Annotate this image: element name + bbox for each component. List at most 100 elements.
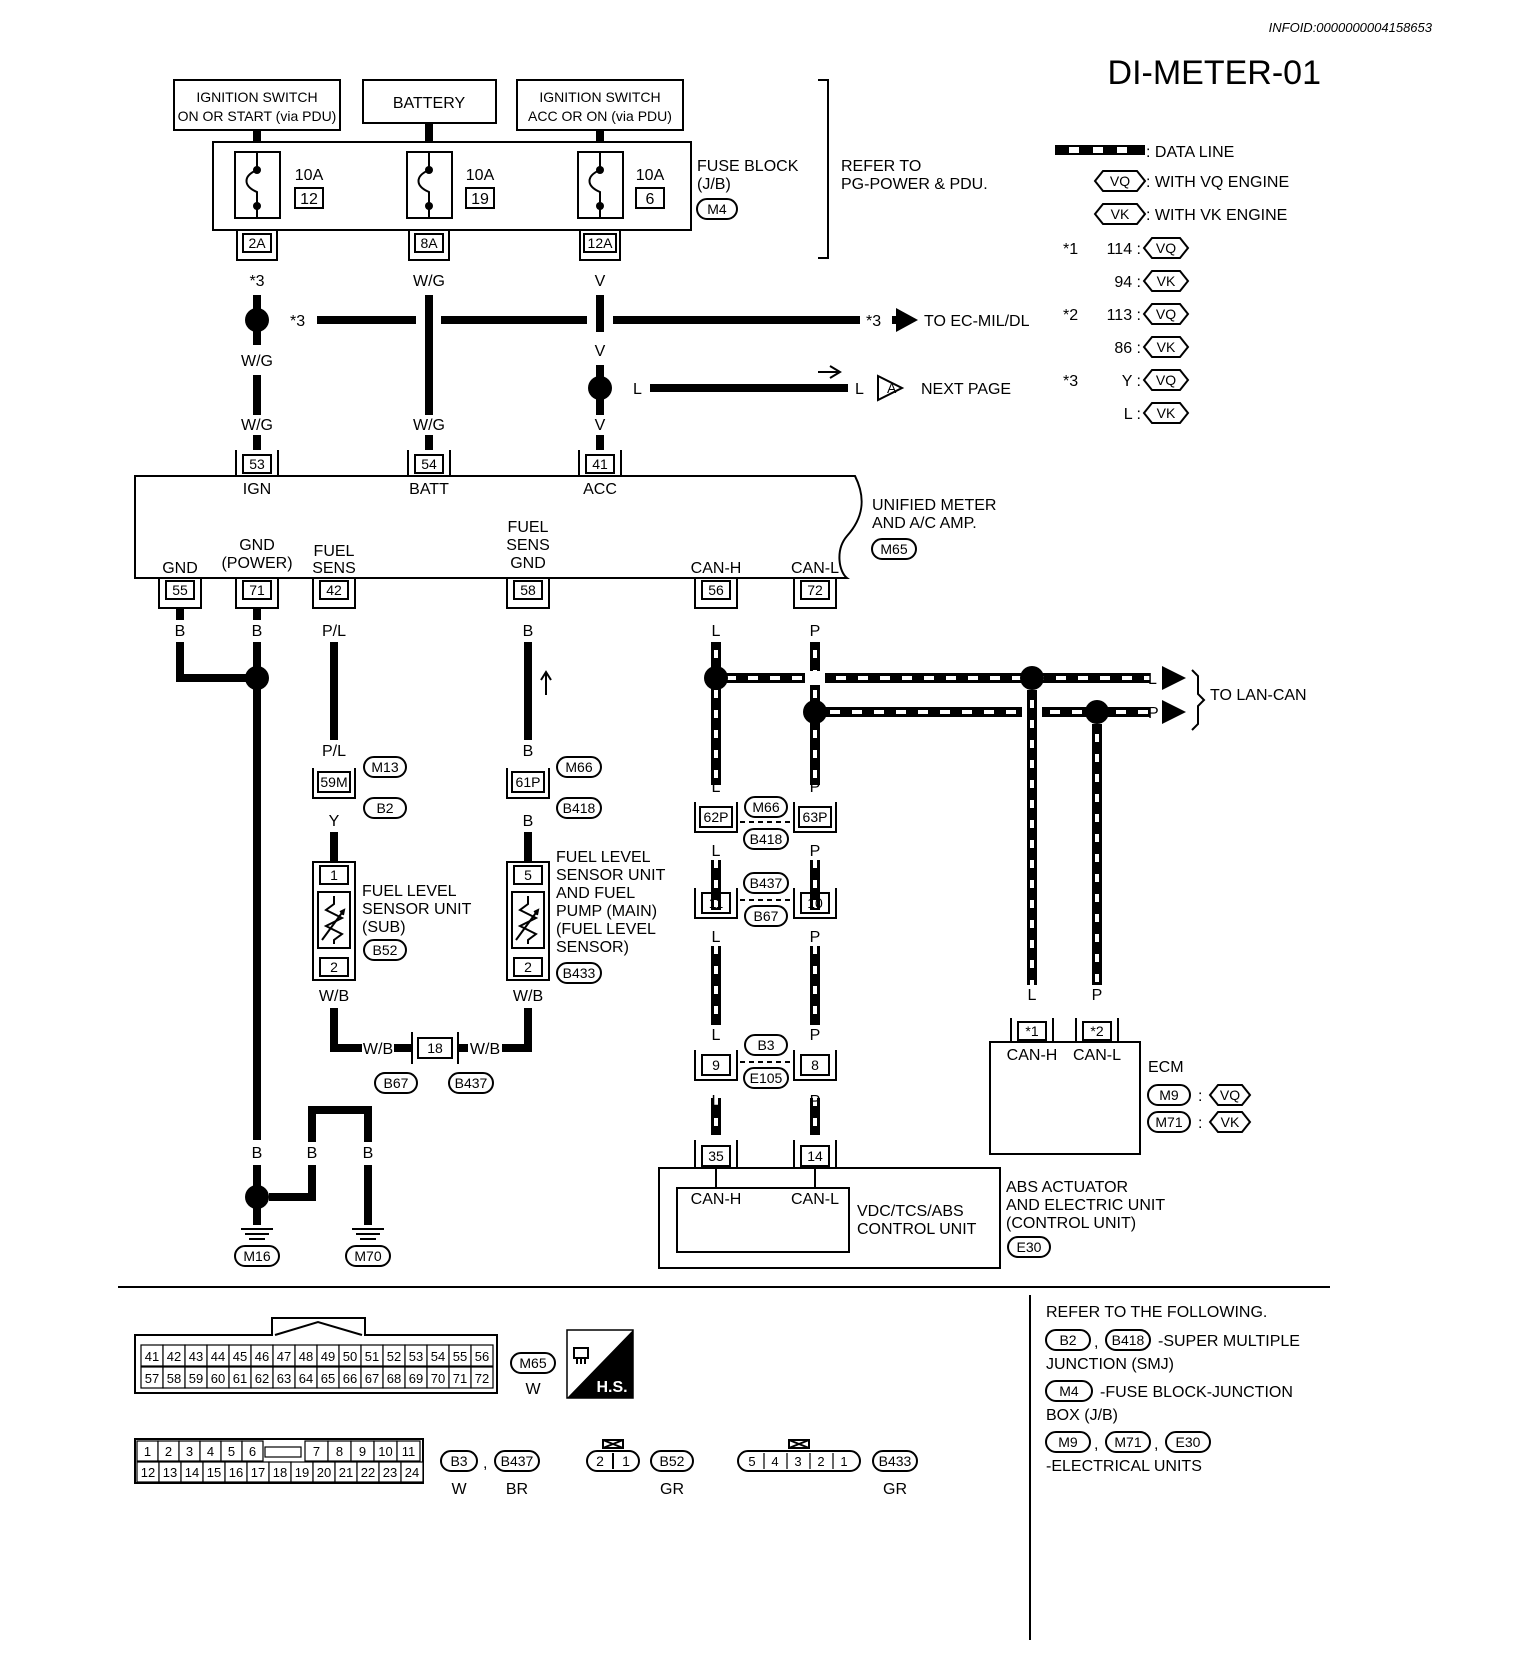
- ground-wires: B B B B B M16 M70: [175, 608, 391, 1267]
- refer-pg-line2: PG-POWER & PDU.: [841, 176, 988, 193]
- wire-wb-main: W/B: [513, 988, 543, 1005]
- m65-pin-53: 53: [409, 1349, 423, 1364]
- junction-10: 10: [807, 895, 823, 911]
- pin-54: 54: [421, 456, 437, 472]
- b3-pin-23: 23: [383, 1465, 397, 1480]
- wire-l-ecm: L: [1028, 987, 1037, 1004]
- b3-comma: ,: [483, 1455, 487, 1472]
- note-4: 86 : VK: [1114, 336, 1190, 358]
- refer-line3b: -ELECTRICAL UNITS: [1046, 1458, 1202, 1475]
- b3-view-tag: B3: [450, 1453, 467, 1469]
- m65-pin-52: 52: [387, 1349, 401, 1364]
- wire-wb-1: W/B: [319, 988, 349, 1005]
- note-3-tag: VQ: [1156, 306, 1176, 322]
- junction-b437-can: B437: [750, 875, 783, 891]
- ecm-vq-tag: VQ: [1220, 1087, 1240, 1103]
- wire-wb-3: W/B: [470, 1041, 500, 1058]
- note-1: *1 114 : VQ: [1063, 237, 1190, 259]
- b3-pin-7: 7: [313, 1444, 320, 1459]
- wire-wg-1: W/G: [241, 353, 273, 370]
- sensor-main-name-1: FUEL LEVEL: [556, 849, 651, 866]
- pin-71: 71: [249, 582, 265, 598]
- pin-56: 56: [708, 582, 724, 598]
- next-page: NEXT PAGE: [921, 381, 1011, 398]
- junction-9: 9: [712, 1057, 720, 1073]
- note-5: *3 Y : VQ: [1063, 369, 1190, 391]
- legend-vq: : WITH VQ ENGINE: [1146, 174, 1289, 191]
- acc-switch-line1: IGNITION SWITCH: [539, 89, 660, 105]
- wire-l-mid: L: [712, 929, 721, 946]
- ecm-colon-1: :: [1198, 1088, 1202, 1105]
- legend-vk: : WITH VK ENGINE: [1146, 207, 1287, 224]
- pin-42: 42: [326, 582, 342, 598]
- unified-meter: 53 IGN 54 BATT 41 ACC UNIFIED METER AND …: [134, 450, 996, 609]
- junction-m66-can: M66: [752, 799, 779, 815]
- sensor-sub-name-3: (SUB): [362, 919, 406, 936]
- m65-pin-54: 54: [431, 1349, 445, 1364]
- b433-pin-5: 5: [748, 1454, 755, 1469]
- b433-view-color: GR: [883, 1481, 907, 1498]
- note-3-star: *2: [1063, 307, 1078, 324]
- note-6-tag: VK: [1157, 405, 1176, 421]
- ecm: L P *1 *2 CAN-H CAN-L ECM M9 : VQ M71 : …: [989, 987, 1252, 1155]
- wire-wg-top: W/G: [413, 273, 445, 290]
- wire-p-8: P: [810, 1027, 821, 1044]
- note-2: 94 : VK: [1114, 270, 1190, 292]
- b3-pin-4: 4: [207, 1444, 214, 1459]
- m65-pin-65: 65: [321, 1371, 335, 1386]
- fuse-12-amp: 10A: [295, 167, 324, 184]
- pin-58-label-1: FUEL: [508, 519, 549, 536]
- wire-l-abs: L: [712, 1093, 721, 1110]
- sensor-sub-pin-2: 2: [330, 959, 338, 975]
- junction-18: 18: [427, 1040, 443, 1056]
- abs-pin-35: 35: [708, 1148, 724, 1164]
- m65-pin-71: 71: [453, 1371, 467, 1386]
- b52-view-tag: B52: [660, 1453, 685, 1469]
- junction-b67-lower: B67: [384, 1075, 409, 1091]
- fuse-19-number: 19: [471, 191, 489, 208]
- wire-p-lan: P: [1148, 705, 1159, 722]
- abs-can-h-label: CAN-H: [691, 1191, 742, 1208]
- refer-tag-m4: M4: [1059, 1383, 1079, 1399]
- b3-pin-12: 12: [141, 1465, 155, 1480]
- m65-pin-49: 49: [321, 1349, 335, 1364]
- m65-pin-66: 66: [343, 1371, 357, 1386]
- wire-v-top: V: [595, 273, 606, 290]
- sensor-sub-name-1: FUEL LEVEL: [362, 883, 457, 900]
- abs-inner-1: VDC/TCS/ABS: [857, 1203, 964, 1220]
- pin-71-label-2: (POWER): [221, 555, 292, 572]
- abs-name-3: (CONTROL UNIT): [1006, 1215, 1136, 1232]
- wire-p-mid: P: [810, 929, 821, 946]
- can-lines: L P L: [694, 623, 1307, 1135]
- sensor-main-name-4: PUMP (MAIN): [556, 903, 657, 920]
- note-1-star: *1: [1063, 241, 1078, 258]
- ecm-name: ECM: [1148, 1059, 1184, 1076]
- fuel-main-circuit: B B 61P M66 B418 B 5 2 FUEL LEVEL SENSOR…: [502, 623, 666, 1052]
- battery-label: BATTERY: [393, 95, 466, 112]
- b433-pin-4: 4: [771, 1454, 778, 1469]
- b3-pin-8: 8: [336, 1444, 343, 1459]
- abs-can-l-label: CAN-L: [791, 1191, 839, 1208]
- refer-section: REFER TO THE FOLLOWING. B2 , B418 -SUPER…: [1045, 1304, 1300, 1475]
- m65-pin-41: 41: [145, 1349, 159, 1364]
- junction-m66-main: M66: [565, 759, 592, 775]
- wire-y: Y: [329, 813, 340, 830]
- pin-41: 41: [592, 456, 608, 472]
- fuel-sub-circuit: P/L P/L 59M M13 B2 Y 1 2 FUEL LEVEL SENS…: [312, 623, 500, 1094]
- junction-8: 8: [811, 1057, 819, 1073]
- b437-view-tag: B437: [501, 1453, 534, 1469]
- junction-b437-lower: B437: [455, 1075, 488, 1091]
- junction-b418-main: B418: [563, 800, 596, 816]
- ignition-switch-on-box: IGNITION SWITCH ON OR START (via PDU): [173, 79, 341, 131]
- pin-42-label-2: SENS: [312, 560, 356, 577]
- power-wires: *3 W/G V *3 *3 TO EC-MIL/DL W/G V L L A …: [241, 273, 1030, 450]
- pin-41-label: ACC: [583, 481, 617, 498]
- b3-pin-18: 18: [273, 1465, 287, 1480]
- pin-71-label-1: GND: [239, 537, 275, 554]
- m65-pin-45: 45: [233, 1349, 247, 1364]
- abs-connector: E30: [1017, 1239, 1042, 1255]
- m65-pin-61: 61: [233, 1371, 247, 1386]
